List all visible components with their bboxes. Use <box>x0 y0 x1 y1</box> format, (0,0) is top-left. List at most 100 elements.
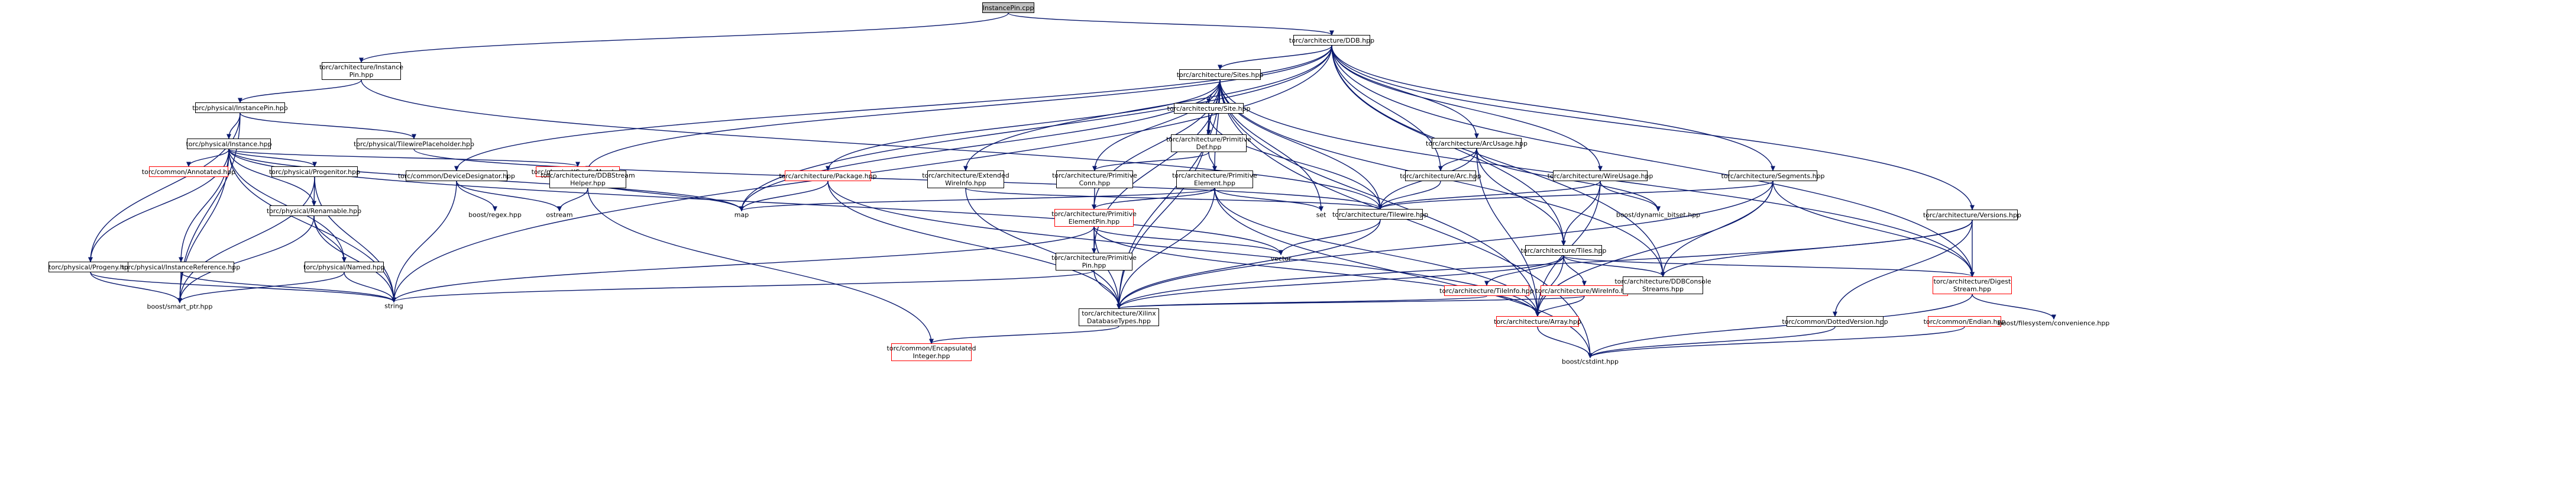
edge-digeststream-hpp-to-boost-fsconv <box>1972 294 2054 320</box>
edge-progenitor-hpp-to-boost-smartptr <box>179 176 315 303</box>
node-annotated-hpp[interactable]: torc/common/Annotated.hpp <box>142 166 235 177</box>
edge-arrowhead <box>1319 206 1323 212</box>
node-package-hpp[interactable]: torc/architecture/Package.hpp <box>779 170 877 181</box>
node-named-hpp[interactable]: torc/physical/Named.hpp <box>303 262 385 272</box>
edge-ddb-hpp-to-wireusage-hpp <box>1331 45 1601 171</box>
node-dottedversion-hpp[interactable]: torc/common/DottedVersion.hpp <box>1782 316 1888 327</box>
node-instancereference-hpp[interactable]: torc/physical/InstanceReference.hpp <box>122 262 240 272</box>
edge-instance-hpp-to-configmap-hpp <box>228 149 578 167</box>
node-progenitor-hpp[interactable]: torc/physical/Progenitor.hpp <box>269 166 360 177</box>
node-vector: vector <box>1270 255 1292 263</box>
node-versions-hpp[interactable]: torc/architecture/Versions.hpp <box>1923 210 2021 220</box>
edge-arrowhead <box>179 257 183 263</box>
node-primpin-hpp[interactable]: torc/architecture/Primitive Pin.hpp <box>1051 253 1137 271</box>
node-primelementpin-hpp[interactable]: torc/architecture/Primitive ElementPin.h… <box>1051 209 1137 227</box>
node-segments-hpp[interactable]: torc/architecture/Segments.hpp <box>1721 170 1825 181</box>
node-arch-instancepin-hpp[interactable]: torc/architecture/Instance Pin.hpp <box>319 62 404 80</box>
edge-ddb-hpp-to-digeststream-hpp <box>1331 45 1973 277</box>
node-digeststream-hpp[interactable]: torc/architecture/Digest Stream.hpp <box>1933 276 2012 294</box>
node-arc-hpp[interactable]: torc/architecture/Arc.hpp <box>1400 170 1481 181</box>
node-string: string <box>384 302 403 310</box>
edge-segments-hpp-to-tilewire-hpp <box>1380 181 1774 210</box>
edge-versions-hpp-to-dottedversion-hpp <box>1834 220 1973 317</box>
node-wireusage-hpp[interactable]: torc/architecture/WireUsage.hpp <box>1548 170 1653 181</box>
node-xilinxdbtypes-hpp[interactable]: torc/architecture/Xilinx DatabaseTypes.h… <box>1079 308 1159 326</box>
edge-arrowhead <box>1378 204 1383 210</box>
edge-arrowhead <box>186 162 191 168</box>
edge-instance-hpp-to-renamable-hpp <box>228 149 315 206</box>
node-ddbstreamhelper-hpp[interactable]: torc/architecture/DDBStream Helper.hpp <box>541 170 635 188</box>
node-extwireinfo-hpp[interactable]: torc/architecture/Extended WireInfo.hpp <box>922 170 1009 188</box>
edge-arrowhead <box>1598 166 1603 172</box>
node-boost-regex: boost/regex.hpp <box>468 211 522 219</box>
node-sites-hpp[interactable]: torc/architecture/Sites.hpp <box>1177 69 1263 80</box>
edge-named-hpp-to-boost-smartptr <box>179 272 345 303</box>
node-site-hpp[interactable]: torc/architecture/Site.hpp <box>1167 103 1250 114</box>
edge-arrowhead <box>1474 133 1479 139</box>
edge-ddb-hpp-to-ddbstreamhelper-hpp <box>587 45 1332 171</box>
edge-arrowhead <box>1970 272 1975 278</box>
edge-phys-instancepin-hpp-to-progeny-hpp <box>90 112 241 262</box>
edge-ddb-hpp-to-sites-hpp <box>1219 45 1332 70</box>
node-phys-instancepin-hpp[interactable]: torc/physical/InstancePin.hpp <box>192 102 288 113</box>
edge-ddb-hpp-to-map <box>741 45 1332 211</box>
edge-arrowhead <box>1218 65 1222 70</box>
edge-sites-hpp-to-primconn-hpp <box>1094 79 1221 171</box>
node-primconn-hpp[interactable]: torc/architecture/Primitive Conn.hpp <box>1052 170 1137 188</box>
node-tiles-hpp[interactable]: torc/architecture/Tiles.hpp <box>1521 245 1606 256</box>
edge-primelement-hpp-to-primelementpin-hpp <box>1093 188 1215 210</box>
edge-arrowhead <box>826 166 830 172</box>
node-progeny-hpp[interactable]: torc/physical/Progeny.hpp <box>48 262 132 272</box>
node-map: map <box>734 211 749 219</box>
edge-primelementpin-hpp-to-string <box>393 226 1095 302</box>
node-instance-hpp[interactable]: torc/physical/Instance.hpp <box>186 139 272 149</box>
edge-primelementpin-hpp-to-array-hpp <box>1093 226 1538 317</box>
edge-package-hpp-to-xilinxdbtypes-hpp <box>827 181 1119 309</box>
node-endian-hpp[interactable]: torc/common/Endian.hpp <box>1924 316 2005 327</box>
edge-array-hpp-to-boost-cstdint <box>1537 326 1591 358</box>
node-primdef-hpp[interactable]: torc/architecture/Primitive Def.hpp <box>1166 134 1251 152</box>
edge-progeny-hpp-to-boost-smartptr <box>90 272 180 303</box>
edge-primdef-hpp-to-primconn-hpp <box>1094 152 1209 171</box>
node-instancepin-cpp[interactable]: InstancePin.cpp <box>982 2 1034 13</box>
node-ddbconsolestreams-hpp[interactable]: torc/architecture/DDBConsole Streams.hpp <box>1614 276 1711 294</box>
node-ddb-hpp[interactable]: torc/architecture/DDB.hpp <box>1289 35 1374 46</box>
node-primelement-hpp[interactable]: torc/architecture/Primitive Element.hpp <box>1172 170 1257 188</box>
edge-arrowhead <box>1561 240 1566 246</box>
edge-arrowhead <box>1092 248 1096 254</box>
node-arcusage-hpp[interactable]: torc/architecture/ArcUsage.hpp <box>1426 138 1528 149</box>
edge-tiles-hpp-to-digeststream-hpp <box>1563 255 1973 277</box>
edge-arrowhead <box>1279 250 1283 256</box>
node-encapint-hpp[interactable]: torc/common/Encapsulated Integer.hpp <box>886 343 976 361</box>
edge-ddb-hpp-to-arc-hpp <box>1331 45 1441 171</box>
node-tileinfo-hpp[interactable]: torc/architecture/TileInfo.hpp <box>1439 285 1534 296</box>
edge-segments-hpp-to-digeststream-hpp <box>1772 181 1973 277</box>
node-array-hpp[interactable]: torc/architecture/Array.hpp <box>1494 316 1581 327</box>
edge-primelement-hpp-to-map <box>741 188 1215 211</box>
edge-arrowhead <box>739 206 744 212</box>
edge-arrowhead <box>1588 353 1593 359</box>
node-tilewireplaceholder-hpp[interactable]: torc/physical/TilewirePlaceholder.hpp <box>354 139 474 149</box>
node-devicedesignator-hpp[interactable]: torc/common/DeviceDesignator.hpp <box>398 170 515 181</box>
edge-arch-instancepin-hpp-to-tilewire-hpp <box>361 79 1381 210</box>
edge-ddb-hpp-to-versions-hpp <box>1331 45 1973 210</box>
edge-instancereference-hpp-to-string <box>180 272 394 302</box>
edge-wireinfo-hpp-to-xilinxdbtypes-hpp <box>1118 295 1585 309</box>
edge-package-hpp-to-map <box>741 181 829 211</box>
node-boost-dynbitset: boost/dynamic_bitset.hpp <box>1616 211 1701 219</box>
edge-wireusage-hpp-to-tilewire-hpp <box>1380 181 1601 210</box>
edge-xilinxdbtypes-hpp-to-encapint-hpp <box>931 326 1119 344</box>
edge-primpin-hpp-to-xilinxdbtypes-hpp <box>1093 270 1119 309</box>
edge-arrowhead <box>493 206 497 212</box>
edge-digeststream-hpp-to-boost-cstdint <box>1590 294 1973 358</box>
node-renamable-hpp[interactable]: torc/physical/Renamable.hpp <box>267 205 361 216</box>
edge-arrowhead <box>312 201 316 207</box>
node-boost-fsconv: boost/filesystem/convenience.hpp <box>1998 319 2110 327</box>
edge-arrowhead <box>1117 304 1121 310</box>
edge-ddb-hpp-to-ddbconsolestreams-hpp <box>1331 45 1664 277</box>
edge-progeny-hpp-to-string <box>90 272 394 302</box>
node-tilewire-hpp[interactable]: torc/architecture/Tilewire.hpp <box>1332 209 1428 220</box>
edge-extwireinfo-hpp-to-tilewire-hpp <box>965 188 1381 210</box>
edge-arrowhead <box>312 162 317 168</box>
edge-instancepin-cpp-to-arch-instancepin-hpp <box>361 12 1009 63</box>
